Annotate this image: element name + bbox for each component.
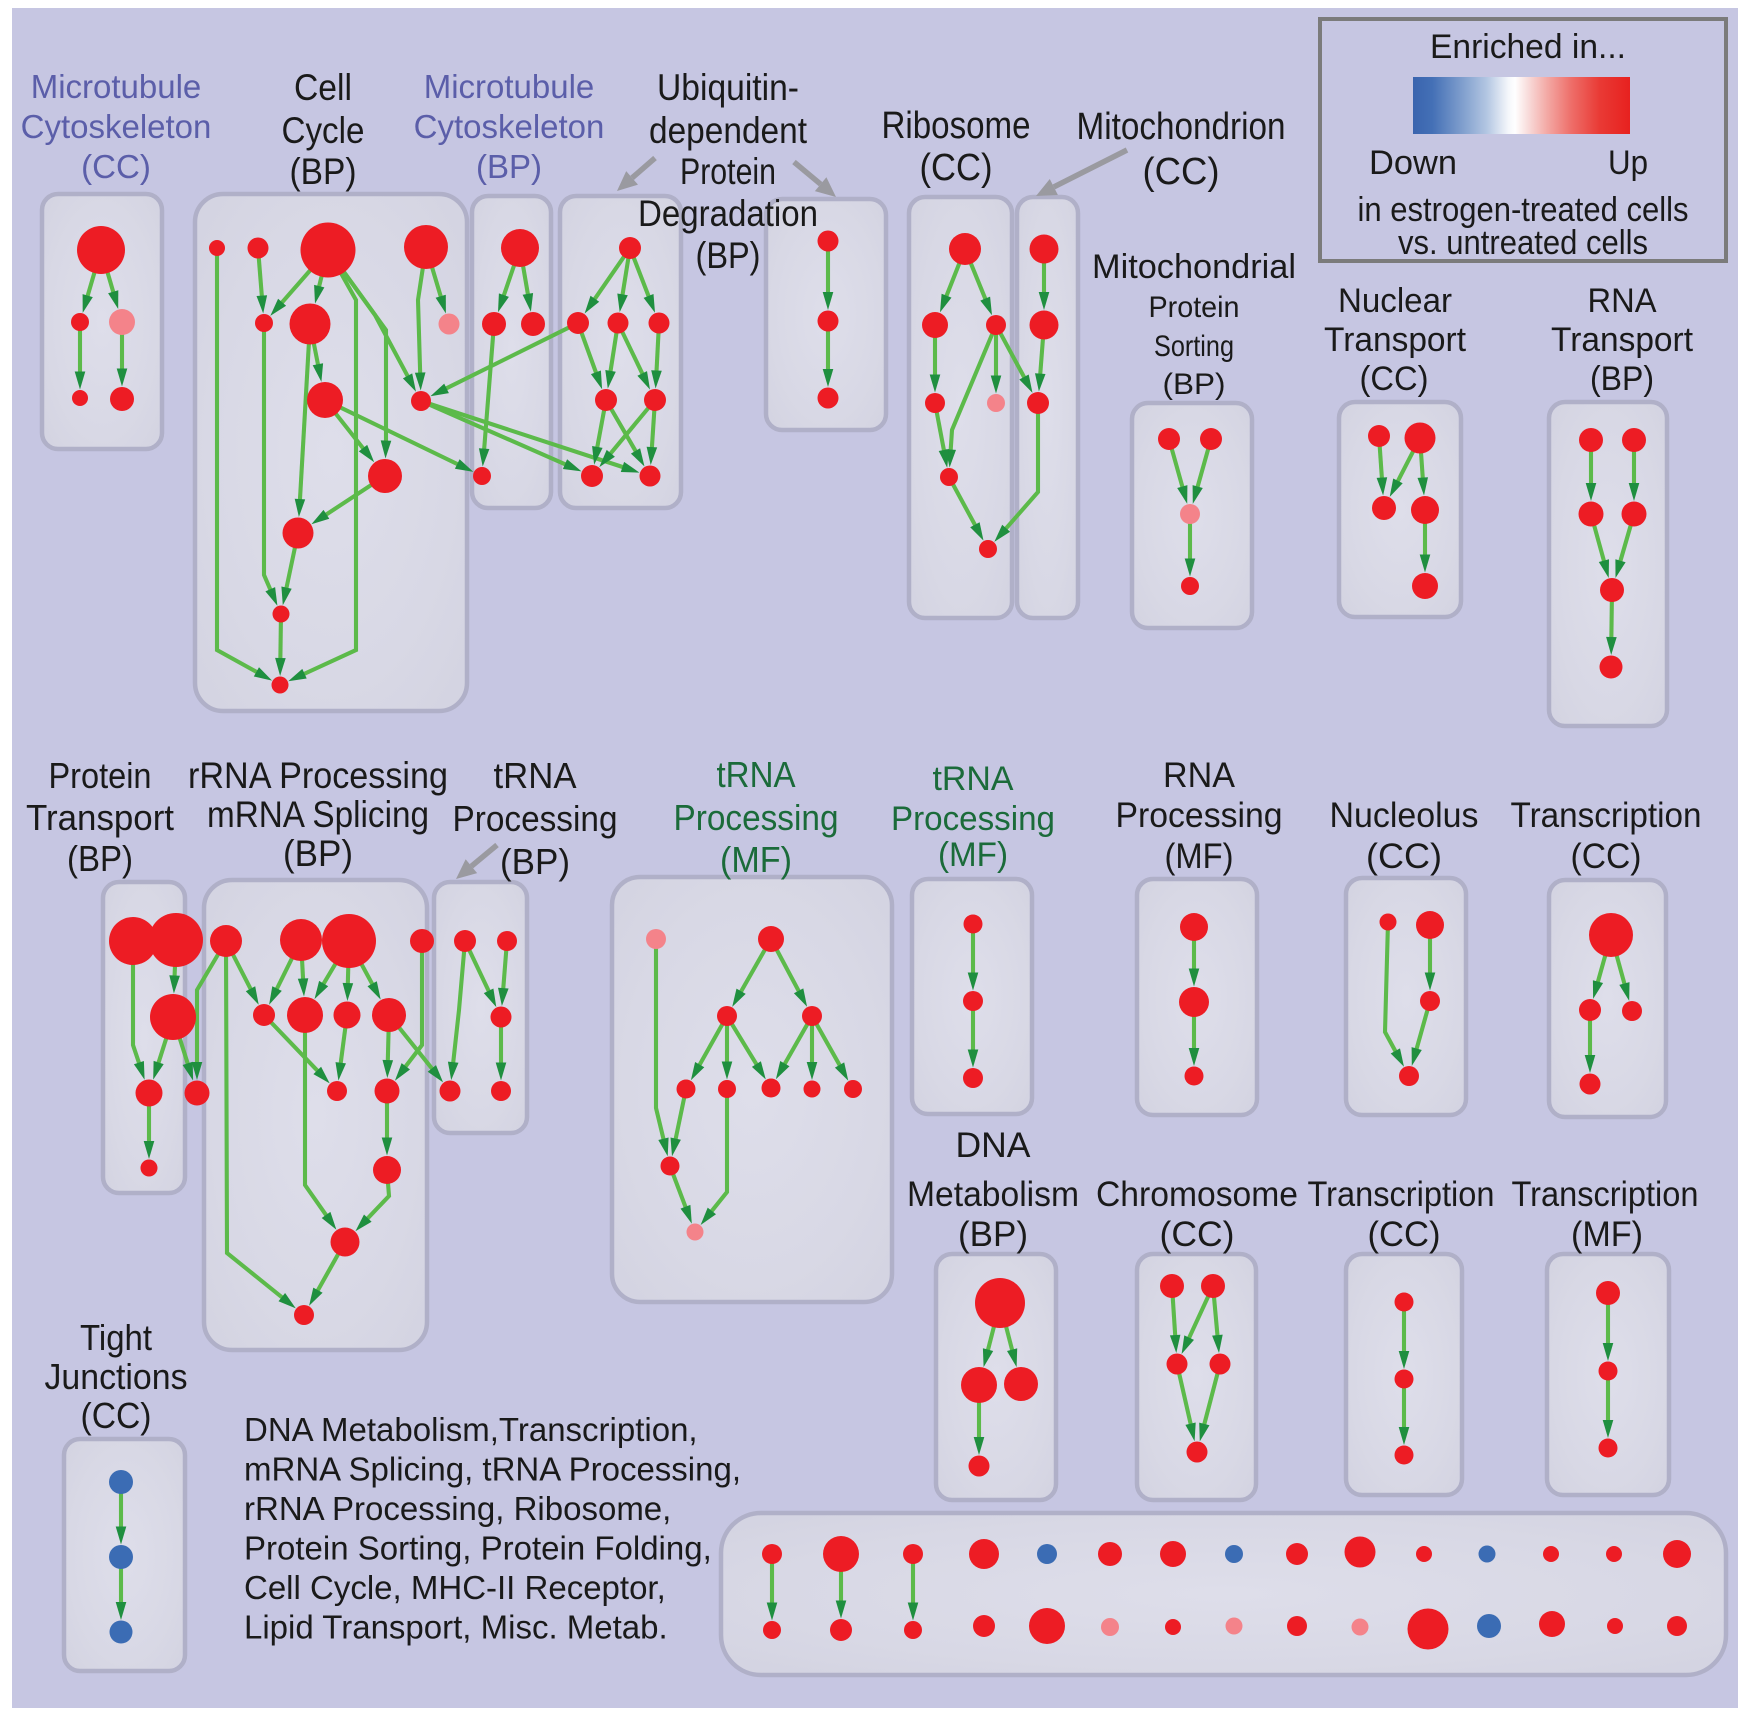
svg-text:rRNA Processing: rRNA Processing [188, 755, 448, 796]
svg-text:(CC): (CC) [81, 148, 151, 185]
svg-text:Transcription: Transcription [1512, 1175, 1699, 1214]
svg-text:Cycle: Cycle [282, 110, 365, 151]
svg-text:Cell: Cell [294, 67, 352, 108]
svg-text:(BP): (BP) [290, 151, 357, 192]
svg-text:Transport: Transport [26, 797, 174, 838]
svg-text:Protein Sorting, Protein Foldi: Protein Sorting, Protein Folding, [244, 1530, 712, 1567]
svg-text:Ubiquitin-: Ubiquitin- [657, 67, 799, 108]
svg-text:Cell Cycle, MHC-II Receptor,: Cell Cycle, MHC-II Receptor, [244, 1569, 666, 1606]
svg-text:(CC): (CC) [1571, 837, 1642, 876]
svg-text:mRNA Splicing: mRNA Splicing [207, 794, 429, 835]
svg-text:Degradation: Degradation [638, 193, 818, 234]
svg-text:Processing: Processing [453, 798, 618, 839]
svg-text:Ribosome: Ribosome [882, 105, 1031, 147]
svg-text:tRNA: tRNA [494, 755, 577, 796]
svg-text:(CC): (CC) [1366, 837, 1442, 876]
svg-text:DNA: DNA [956, 1126, 1032, 1165]
svg-text:rRNA Processing, Ribosome,: rRNA Processing, Ribosome, [244, 1490, 671, 1527]
svg-text:(BP): (BP) [958, 1215, 1028, 1254]
svg-text:Nuclear: Nuclear [1338, 282, 1452, 320]
svg-text:tRNA: tRNA [933, 760, 1014, 798]
svg-text:DNA Metabolism,Transcription,: DNA Metabolism,Transcription, [244, 1411, 698, 1448]
svg-text:(BP): (BP) [476, 148, 542, 185]
svg-text:(BP): (BP) [500, 841, 570, 882]
svg-text:Protein: Protein [49, 755, 152, 796]
svg-text:in estrogen-treated cells: in estrogen-treated cells [1358, 191, 1689, 229]
svg-text:Tight: Tight [80, 1317, 152, 1358]
svg-text:Cytoskeleton: Cytoskeleton [21, 108, 212, 145]
svg-text:Lipid Transport, Misc. Metab.: Lipid Transport, Misc. Metab. [244, 1609, 668, 1646]
svg-text:dependent: dependent [649, 110, 808, 151]
svg-text:mRNA Splicing, tRNA Processing: mRNA Splicing, tRNA Processing, [244, 1451, 741, 1488]
svg-text:Mitochondrion: Mitochondrion [1077, 106, 1286, 148]
svg-text:(MF): (MF) [1165, 837, 1234, 876]
svg-text:RNA: RNA [1163, 756, 1236, 795]
svg-text:Junctions: Junctions [45, 1356, 188, 1397]
svg-text:Transcription: Transcription [1511, 796, 1702, 835]
svg-text:Mitochondrial: Mitochondrial [1092, 248, 1296, 286]
svg-text:Enriched in...: Enriched in... [1430, 28, 1626, 66]
svg-text:Down: Down [1369, 144, 1457, 182]
svg-text:(BP): (BP) [67, 838, 133, 879]
svg-text:RNA: RNA [1588, 282, 1657, 320]
svg-text:Protein: Protein [680, 151, 776, 192]
svg-text:(CC): (CC) [1160, 1215, 1235, 1254]
svg-text:Chromosome: Chromosome [1096, 1175, 1298, 1214]
svg-text:(MF): (MF) [720, 839, 792, 880]
svg-text:(BP): (BP) [1590, 360, 1654, 398]
svg-text:Transport: Transport [1551, 321, 1694, 359]
svg-text:vs. untreated cells: vs. untreated cells [1398, 224, 1648, 262]
svg-text:(CC): (CC) [1360, 360, 1429, 398]
svg-text:Transcription: Transcription [1308, 1175, 1495, 1214]
svg-text:(BP): (BP) [283, 833, 353, 874]
svg-text:Cytoskeleton: Cytoskeleton [414, 108, 605, 145]
svg-text:Processing: Processing [891, 800, 1055, 838]
svg-text:(MF): (MF) [938, 836, 1008, 874]
svg-text:Metabolism: Metabolism [907, 1175, 1079, 1214]
svg-text:(BP): (BP) [1163, 368, 1226, 401]
svg-text:Processing: Processing [674, 797, 839, 838]
svg-text:Transport: Transport [1324, 321, 1467, 359]
svg-text:Processing: Processing [1116, 796, 1283, 835]
svg-text:tRNA: tRNA [717, 754, 796, 795]
svg-text:Protein: Protein [1149, 291, 1240, 324]
svg-text:Sorting: Sorting [1154, 330, 1234, 363]
svg-text:Nucleolus: Nucleolus [1330, 796, 1479, 835]
svg-text:Microtubule: Microtubule [424, 68, 595, 105]
svg-text:(CC): (CC) [1368, 1215, 1441, 1254]
svg-text:(CC): (CC) [81, 1395, 152, 1436]
svg-text:(CC): (CC) [920, 147, 993, 189]
svg-text:Up: Up [1608, 144, 1648, 182]
svg-text:(BP): (BP) [696, 235, 761, 276]
svg-text:Microtubule: Microtubule [31, 68, 202, 105]
svg-text:(CC): (CC) [1143, 151, 1220, 193]
svg-text:(MF): (MF) [1571, 1215, 1643, 1254]
